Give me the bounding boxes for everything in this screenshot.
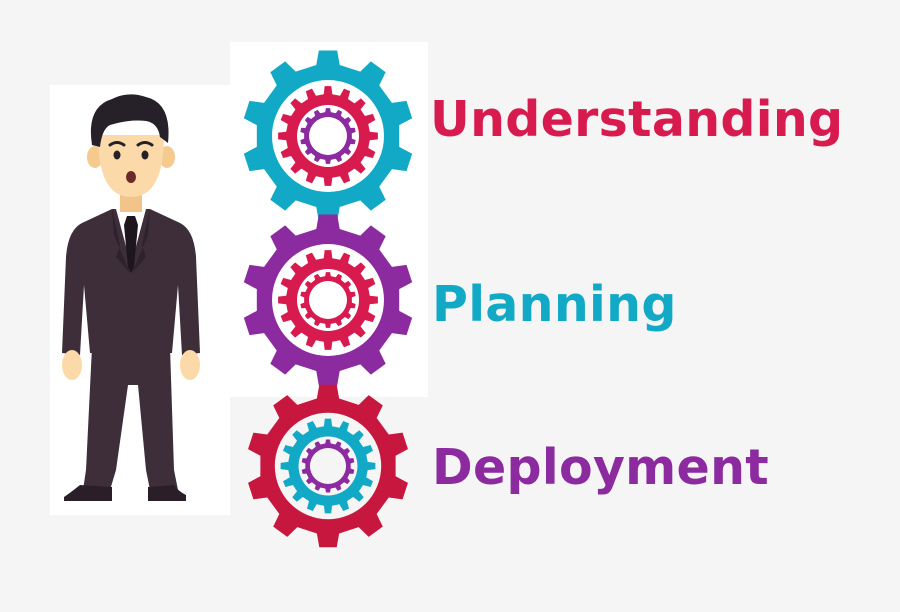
person-tie <box>124 216 138 273</box>
step-label-planning: Planning <box>432 276 677 333</box>
gear-inner-ring <box>301 439 355 493</box>
person-right-shoe <box>148 485 186 501</box>
person-left-eye <box>113 150 121 160</box>
gear-middle-ring <box>280 418 376 514</box>
businessman-icon <box>62 94 200 501</box>
person-right-lapel <box>132 209 150 273</box>
person-mouth <box>126 171 136 183</box>
person-left-eyebrow <box>108 141 126 147</box>
person-left-hand <box>62 350 82 380</box>
gear-outer-ring <box>243 50 413 222</box>
gear-icon <box>243 50 413 222</box>
gear-icon <box>248 384 408 548</box>
person-legs <box>83 347 178 490</box>
step-label-deployment: Deployment <box>432 439 769 496</box>
person-jacket <box>62 209 200 355</box>
gear-middle-ring <box>278 86 378 186</box>
gear-outer-ring <box>248 384 408 548</box>
person-left-lapel <box>112 209 130 273</box>
person-left-shoe <box>64 485 112 501</box>
person-face <box>98 135 164 197</box>
person-right-eye <box>141 150 149 160</box>
step-label-understanding: Understanding <box>430 91 844 148</box>
gear-inner-ring <box>300 272 356 328</box>
person-right-eyebrow <box>136 141 154 147</box>
gear-inner-ring <box>300 108 356 164</box>
gear-middle-ring <box>278 250 378 350</box>
gear-icon <box>243 214 413 386</box>
person-right-hand <box>180 350 200 380</box>
gear-outer-ring <box>243 214 413 386</box>
person-hair <box>90 94 169 147</box>
